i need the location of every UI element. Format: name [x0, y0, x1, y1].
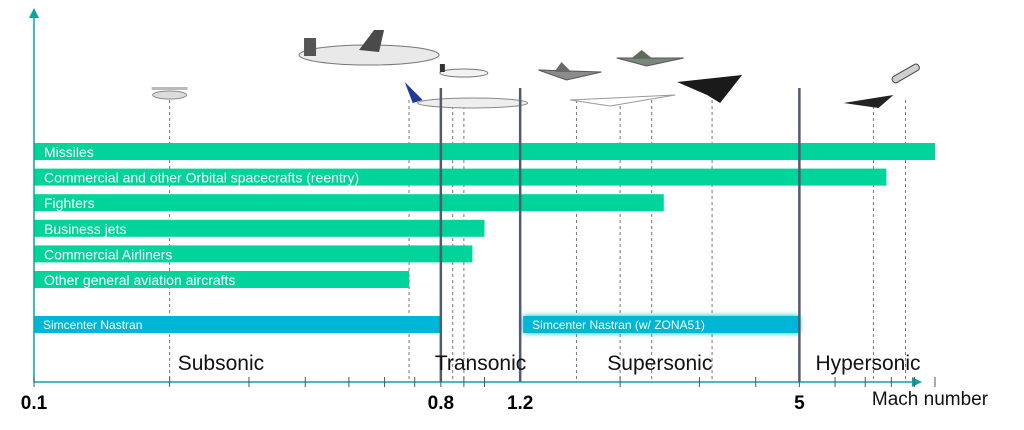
aircraft-guide-lines [169, 100, 906, 382]
bar-label-5: Other general aviation aircrafts [44, 272, 235, 288]
reconnaissance-aircraft-icon [677, 75, 743, 103]
bar-label-3: Business jets [44, 221, 126, 237]
regime-label-3: Hypersonic [815, 352, 920, 375]
x-tick-label-1: 0.8 [428, 393, 454, 414]
bars [34, 143, 935, 333]
regime-label-0: Subsonic [178, 352, 264, 375]
x-tick-label-0: 0.1 [21, 393, 48, 414]
business-jet-icon [439, 64, 489, 78]
tool-bar-0 [34, 316, 441, 333]
x-tick-label-3: 5 [794, 393, 805, 414]
regime-label-2: Supersonic [607, 352, 712, 375]
axes [29, 8, 936, 387]
x-tick-label-2: 1.2 [507, 393, 533, 414]
bar-label-1: Commercial and other Orbital spacecrafts… [44, 170, 359, 186]
bar-4 [34, 245, 473, 263]
general-aviation-plane-icon [151, 87, 188, 100]
cargo-transport-plane-icon [298, 30, 440, 66]
bar-3 [34, 219, 485, 237]
aircraft-icons [151, 30, 920, 109]
bar-1 [34, 168, 887, 186]
supersonic-transport-icon [570, 94, 676, 107]
bar-label-2: Fighters [44, 195, 95, 211]
bar-0 [34, 143, 935, 160]
commercial-airliner-icon [404, 82, 529, 109]
hypersonic-vehicle-icon [843, 95, 894, 108]
x-axis-title: Mach number [872, 389, 989, 410]
missile-icon [891, 63, 920, 84]
tool-label-1: Simcenter Nastran (w/ ZONA51) [532, 318, 705, 332]
tool-label-0: Simcenter Nastran [43, 318, 142, 332]
tool-bar-1 [523, 316, 800, 333]
bar-label-4: Commercial Airliners [44, 246, 172, 262]
regime-boundaries [439, 88, 801, 382]
stealth-fighter-icon [538, 62, 602, 81]
bar-label-0: Missiles [44, 144, 94, 160]
fighter-jet-icon [616, 50, 684, 67]
bar-2 [34, 194, 664, 212]
regime-label-1: Transonic [435, 352, 526, 375]
bar-5 [34, 271, 410, 288]
